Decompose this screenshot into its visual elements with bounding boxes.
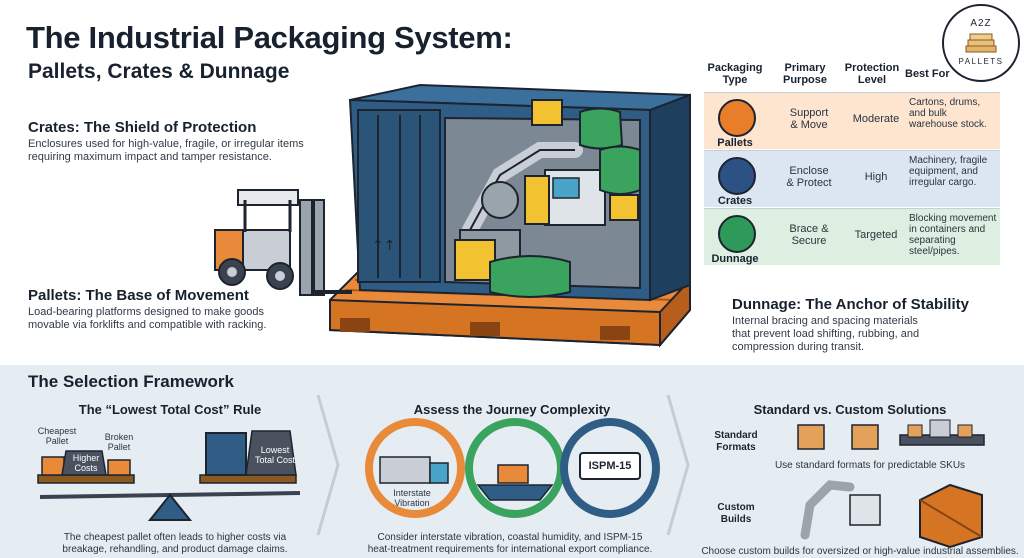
framework-illustrations bbox=[37, 394, 985, 549]
forklift-illustration bbox=[214, 189, 352, 296]
crates-title: Crates: The Shield of Protection bbox=[28, 119, 257, 136]
framework-title: The Selection Framework bbox=[28, 372, 234, 391]
crates-line-1: Enclosures used for high-value, fragile,… bbox=[28, 138, 304, 150]
table-row: Pallets Support& Move Moderate Cartons, … bbox=[704, 92, 1000, 149]
pallets-line-2: movable via forklifts and compatible wit… bbox=[28, 319, 267, 331]
page-subtitle: Pallets, Crates & Dunnage bbox=[28, 60, 290, 83]
row-purpose: Enclose& Protect bbox=[786, 165, 832, 189]
ispm-stamp: ISPM-15 bbox=[588, 460, 632, 472]
dunnage-line-2: that prevent load shifting, rubbing, and bbox=[732, 328, 920, 340]
row-purpose: Brace &Secure bbox=[789, 223, 829, 247]
dunnage-description: Internal bracing and spacing materials t… bbox=[732, 315, 992, 354]
dunnage-icon bbox=[718, 215, 756, 253]
balance-scale-icon bbox=[37, 430, 301, 521]
crates-description: Enclosures used for high-value, fragile,… bbox=[28, 138, 328, 164]
crates-line-2: requiring maximum impact and tamper resi… bbox=[28, 151, 272, 163]
dunnage-line-3: compression during transit. bbox=[732, 341, 865, 353]
dunnage-line-1: Internal bracing and spacing materials bbox=[732, 315, 918, 327]
custom-caption: Choose custom builds for oversized or hi… bbox=[701, 546, 1019, 557]
dunnage-title: Dunnage: The Anchor of Stability bbox=[732, 296, 969, 313]
crate-container-illustration: ↑↑ bbox=[348, 83, 691, 302]
pallets-title: Pallets: The Base of Movement bbox=[28, 287, 249, 304]
logo-top-text: A2Z bbox=[970, 18, 992, 29]
svg-text:↑↑: ↑↑ bbox=[372, 238, 395, 254]
crate-icon bbox=[718, 157, 756, 195]
row-level: Moderate bbox=[852, 113, 900, 125]
table-row: Crates Enclose& Protect High Machinery, … bbox=[704, 150, 1000, 207]
standard-boxes-icon bbox=[797, 419, 985, 450]
pallets-description: Load-bearing platforms designed to make … bbox=[28, 306, 328, 332]
row-type: Crates bbox=[717, 195, 753, 207]
panel1-title: The “Lowest Total Cost” Rule bbox=[78, 402, 262, 417]
journey-loop-icon bbox=[365, 418, 660, 518]
pallet-stack-icon bbox=[965, 33, 997, 53]
custom-build-icon bbox=[800, 480, 983, 549]
framework-band bbox=[0, 365, 1024, 558]
standard-caption: Use standard formats for predictable SKU… bbox=[774, 460, 966, 471]
brand-logo: A2Z PALLETS bbox=[942, 4, 1020, 82]
panel2-title: Assess the Journey Complexity bbox=[413, 402, 611, 417]
pallets-line-1: Load-bearing platforms designed to make … bbox=[28, 306, 265, 318]
page-title: The Industrial Packaging System: bbox=[26, 20, 513, 55]
table-header-best: Best For bbox=[905, 68, 950, 80]
packaging-illustration: ↑↑ bbox=[214, 83, 691, 348]
logo-bottom-text: PALLETS bbox=[958, 57, 1004, 66]
row-level: Targeted bbox=[854, 229, 898, 241]
row-type: Dunnage bbox=[711, 253, 759, 265]
separator-chevron bbox=[666, 394, 690, 536]
table-row: Dunnage Brace &Secure Targeted Blocking … bbox=[704, 208, 1000, 265]
row-level: High bbox=[864, 171, 888, 183]
row-purpose: Support& Move bbox=[789, 107, 829, 131]
pallet-icon bbox=[718, 99, 756, 137]
panel2-caption: Consider interstate vibration, coastal h… bbox=[367, 532, 653, 555]
separator-chevron bbox=[316, 394, 340, 536]
panel3-title: Standard vs. Custom Solutions bbox=[753, 402, 947, 417]
panel1-caption: The cheapest pallet often leads to highe… bbox=[62, 532, 288, 555]
row-type: Pallets bbox=[717, 137, 753, 149]
